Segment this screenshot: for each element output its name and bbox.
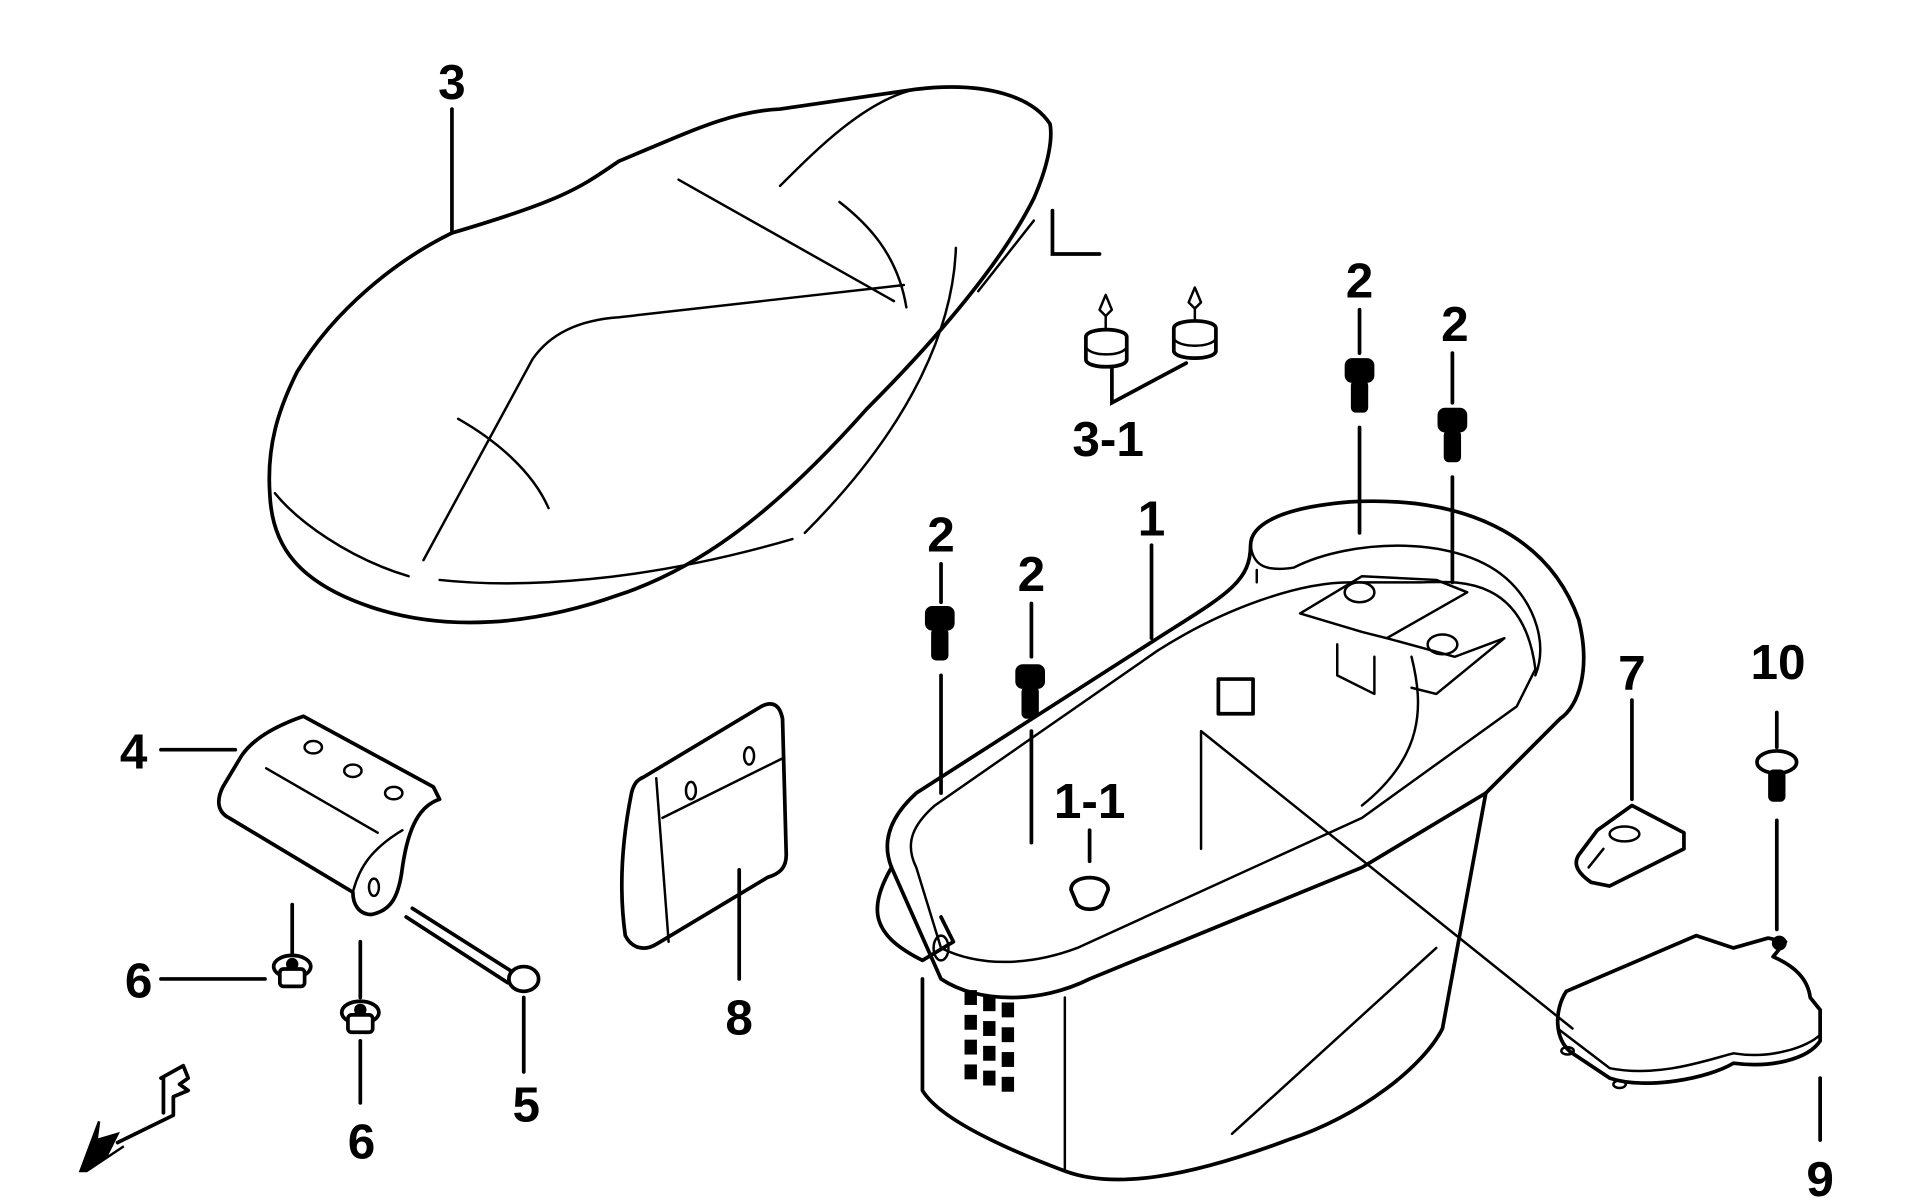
hinge-cover	[620, 702, 789, 950]
callout-10: 10	[1750, 635, 1805, 690]
callout-3: 3	[438, 55, 466, 110]
bolt-2d	[1015, 664, 1046, 719]
bolt-2b	[1437, 407, 1468, 463]
seat-hook-line	[1050, 208, 1102, 256]
leader-3-1	[1110, 361, 1189, 406]
callout-9: 9	[1806, 1152, 1834, 1202]
callout-8: 8	[725, 991, 753, 1046]
flange-nut-a	[271, 953, 313, 989]
callout-6a: 6	[125, 954, 153, 1009]
callout-6b: 6	[348, 1115, 376, 1170]
screw	[1755, 749, 1799, 802]
callout-1-1: 1-1	[1054, 774, 1126, 829]
callout-3-1: 3-1	[1072, 412, 1144, 467]
callout-2b: 2	[1441, 297, 1469, 352]
callout-2d: 2	[1018, 547, 1046, 602]
battery-lid	[1555, 933, 1822, 1090]
callout-4: 4	[120, 724, 148, 779]
bolt-2c	[924, 605, 955, 661]
front-arrow-icon	[78, 1063, 191, 1173]
leader-box-to-lid	[1199, 729, 1574, 1030]
bolt-2a	[1344, 358, 1375, 413]
callout-2a: 2	[1346, 253, 1374, 308]
callout-2c: 2	[927, 507, 955, 562]
hinge-pin-bolt	[404, 906, 541, 994]
seat-stopper-right	[1171, 286, 1218, 360]
callout-7: 7	[1618, 646, 1646, 701]
seat-stopper-left	[1084, 293, 1129, 369]
rubber-plug	[1069, 875, 1111, 912]
seat-lock-catch	[1574, 803, 1686, 888]
luggage-box	[875, 499, 1586, 1182]
seat	[267, 85, 1053, 625]
callout-1: 1	[1138, 491, 1166, 546]
hinge-bracket	[216, 714, 442, 917]
callout-5: 5	[512, 1077, 540, 1132]
flange-nut-b	[339, 999, 381, 1035]
vent-grille	[964, 990, 1015, 1092]
